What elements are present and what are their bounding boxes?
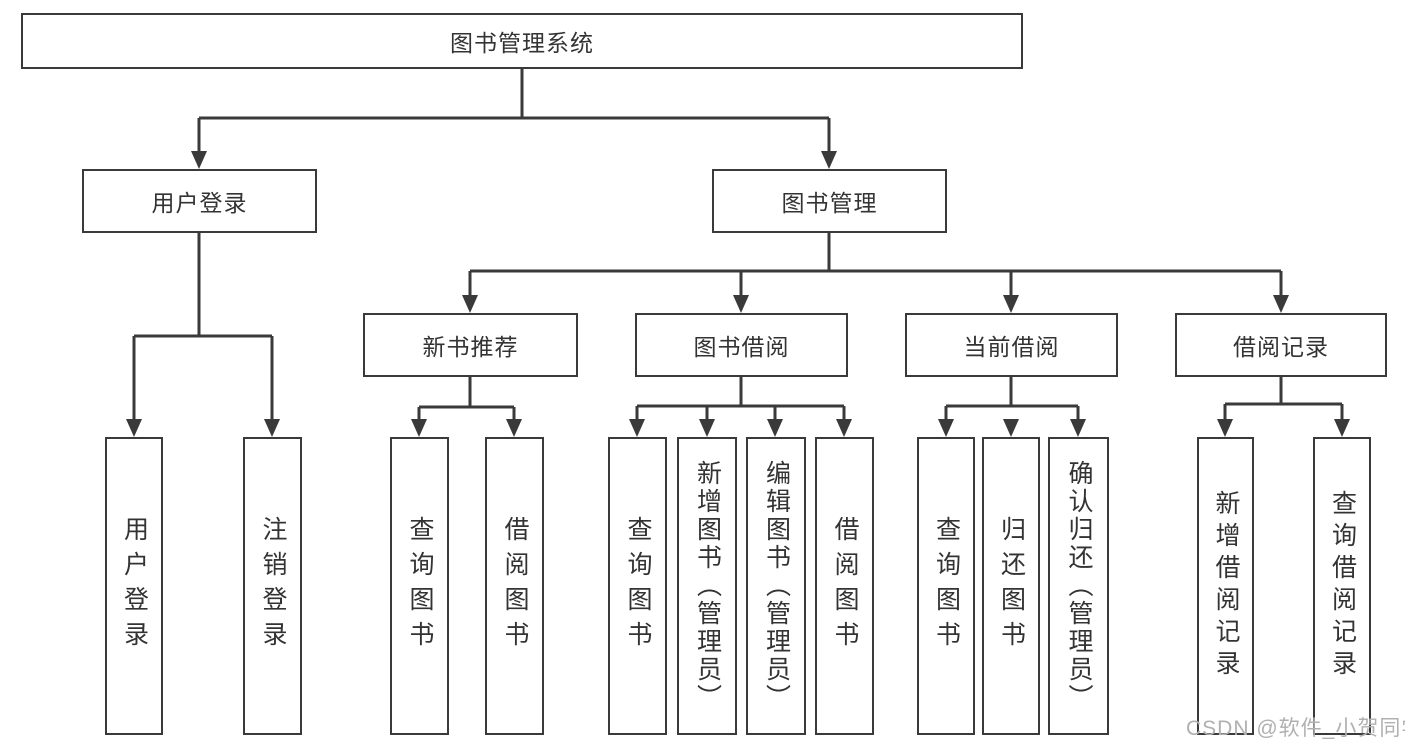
leaf-confirm-return-admin: 确认归还（管理员） <box>1048 437 1109 735</box>
leaf-return-books-label: 归还图书 <box>997 516 1026 656</box>
leaf-query-books-borrow: 查询图书 <box>608 437 667 735</box>
leaf-logout: 注销登录 <box>243 437 302 735</box>
node-borrow-records-label: 借阅记录 <box>1233 334 1329 360</box>
leaf-borrow-books-recommend: 借阅图书 <box>485 437 544 735</box>
node-book-management: 图书管理 <box>712 169 947 233</box>
leaf-confirm-return-admin-label: 确认归还（管理员） <box>1065 460 1093 712</box>
leaf-query-borrow-record-label: 查询借阅记录 <box>1328 490 1357 682</box>
node-user-login-label: 用户登录 <box>151 190 248 216</box>
leaf-add-books-admin-label: 新增图书（管理员） <box>693 460 722 712</box>
node-borrow-records: 借阅记录 <box>1175 313 1387 377</box>
node-book-borrow: 图书借阅 <box>635 313 848 377</box>
leaf-borrow-books-label: 借阅图书 <box>831 516 859 656</box>
node-new-book-recommend-label: 新书推荐 <box>422 334 519 360</box>
leaf-query-books-recommend-label: 查询图书 <box>406 516 434 656</box>
leaf-borrow-books: 借阅图书 <box>815 437 874 735</box>
node-user-login: 用户登录 <box>82 169 317 233</box>
leaf-user-login-label: 用户登录 <box>120 516 149 656</box>
leaf-user-login: 用户登录 <box>105 437 163 735</box>
leaf-logout-label: 注销登录 <box>259 516 287 656</box>
leaf-query-books-current: 查询图书 <box>917 437 975 735</box>
node-book-borrow-label: 图书借阅 <box>693 334 790 360</box>
leaf-return-books: 归还图书 <box>982 437 1040 735</box>
leaf-edit-books-admin-label: 编辑图书（管理员） <box>762 460 791 712</box>
node-book-management-label: 图书管理 <box>781 190 878 216</box>
csdn-watermark: CSDN @软件_小贺同学 <box>1186 717 1405 740</box>
leaf-query-books-recommend: 查询图书 <box>390 437 449 735</box>
arrowheads <box>126 151 1350 437</box>
node-root-system-label: 图书管理系统 <box>450 30 594 56</box>
node-root-system: 图书管理系统 <box>21 13 1023 69</box>
leaf-add-books-admin: 新增图书（管理员） <box>677 437 737 735</box>
leaf-add-borrow-record: 新增借阅记录 <box>1197 437 1254 735</box>
node-current-borrow-label: 当前借阅 <box>963 334 1060 360</box>
node-current-borrow: 当前借阅 <box>905 313 1118 377</box>
leaf-query-books-borrow-label: 查询图书 <box>624 516 652 656</box>
leaf-edit-books-admin: 编辑图书（管理员） <box>746 437 806 735</box>
leaf-query-borrow-record: 查询借阅记录 <box>1313 437 1371 735</box>
leaf-query-books-current-label: 查询图书 <box>932 516 961 656</box>
node-new-book-recommend: 新书推荐 <box>363 313 578 377</box>
leaf-borrow-books-recommend-label: 借阅图书 <box>501 516 529 656</box>
leaf-add-borrow-record-label: 新增借阅记录 <box>1212 490 1240 682</box>
